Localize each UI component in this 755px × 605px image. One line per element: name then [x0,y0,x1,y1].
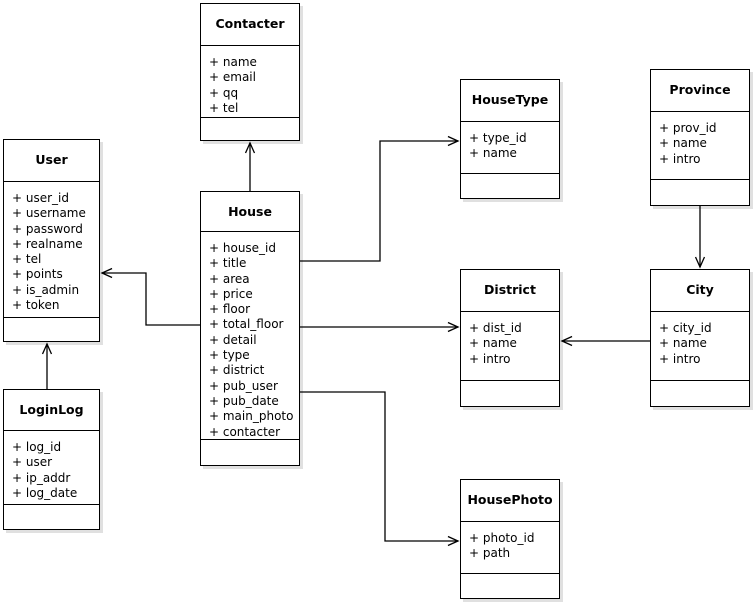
class-name-user: User [4,140,99,182]
uml-class-province[interactable]: Province+ prov_id+ name+ intro [650,69,750,206]
class-attributes-house: + house_id+ title+ area+ price+ floor+ t… [201,232,299,440]
attribute-row: + prov_id [659,121,717,135]
class-name-city: City [651,270,749,312]
attribute-row: + path [469,546,511,561]
class-name-province: Province [651,70,749,112]
attribute-row: + pub_date [209,393,279,408]
attribute-row: + points [12,267,63,282]
class-operations-city [651,381,749,406]
class-name-contacter: Contacter [201,4,299,46]
class-operations-housetype [461,174,559,198]
uml-class-contacter[interactable]: Contacter+ name+ email+ qq+ tel [200,3,300,141]
class-attributes-housephoto: + photo_id+ path [461,522,559,574]
attribute-row: + name [469,146,517,161]
class-attributes-contacter: + name+ email+ qq+ tel [201,46,299,118]
attribute-row: + area [209,271,250,286]
uml-class-city[interactable]: City+ city_id+ name+ intro [650,269,750,407]
relationship-line [300,391,458,542]
class-attributes-user: + user_id+ username+ password+ realname+… [4,182,99,318]
class-attributes-loginlog: + log_id+ user+ ip_addr+ log_date [4,431,99,505]
attribute-row: + floor [209,302,251,317]
attribute-row: + house_id [209,241,277,255]
relationship-city-district[interactable] [560,335,650,347]
class-operations-district [461,381,559,406]
attribute-row: + intro [469,351,511,366]
arrowhead-open-icon [447,135,460,147]
attribute-row: + is_admin [12,282,80,297]
class-attributes-housetype: + type_id+ name [461,122,559,174]
relationship-province-city[interactable] [694,206,706,269]
class-name-housetype: HouseType [461,80,559,122]
attribute-row: + user [12,455,53,470]
attribute-row: + main_photo [209,409,294,424]
uml-class-housetype[interactable]: HouseType+ type_id+ name [460,79,560,199]
uml-class-loginlog[interactable]: LoginLog+ log_id+ user+ ip_addr+ log_dat… [3,389,100,530]
class-name-district: District [461,270,559,312]
class-operations-contacter [201,118,299,140]
attribute-row: + password [12,221,83,236]
attribute-row: + email [209,70,256,85]
attribute-row: + intro [659,151,701,166]
class-name-housephoto: HousePhoto [461,480,559,522]
attribute-row: + realname [12,236,83,251]
uml-class-user[interactable]: User+ user_id+ username+ password+ realn… [3,139,100,342]
attribute-row: + ip_addr [12,470,71,485]
attribute-row: + price [209,286,253,301]
attribute-row: + qq [209,85,239,100]
attribute-row: + name [469,336,517,351]
class-operations-user [4,318,99,341]
class-attributes-province: + prov_id+ name+ intro [651,112,749,180]
attribute-row: + dist_id [469,321,522,335]
attribute-row: + type [209,348,250,363]
attribute-row: + district [209,363,265,378]
arrowhead-open-icon [560,335,573,347]
uml-class-housephoto[interactable]: HousePhoto+ photo_id+ path [460,479,560,599]
class-operations-province [651,180,749,205]
attribute-row: + title [209,256,247,271]
relationship-line [102,272,200,326]
relationship-loginlog-user[interactable] [41,342,53,389]
attribute-row: + log_id [12,440,62,454]
attribute-row: + intro [659,351,701,366]
attribute-row: + tel [209,100,239,115]
arrowhead-open-icon [100,267,113,279]
relationship-house-housetype[interactable] [300,135,460,262]
attribute-row: + photo_id [469,531,535,545]
uml-class-house[interactable]: House+ house_id+ title+ area+ price+ flo… [200,191,300,466]
attribute-row: + total_floor [209,317,284,332]
attribute-row: + log_date [12,485,78,500]
class-operations-loginlog [4,505,99,529]
relationship-house-user[interactable] [100,267,200,326]
attribute-row: + type_id [469,131,527,145]
attribute-row: + pub_user [209,378,278,393]
relationship-house-contacter[interactable] [244,141,256,191]
class-operations-house [201,440,299,465]
attribute-row: + username [12,206,86,221]
attribute-row: + token [12,298,60,313]
attribute-row: + detail [209,332,257,347]
class-name-loginlog: LoginLog [4,390,99,431]
attribute-row: + name [659,336,707,351]
relationship-house-housephoto[interactable] [300,391,460,547]
arrowhead-open-icon [447,535,460,547]
uml-class-district[interactable]: District+ dist_id+ name+ intro [460,269,560,407]
class-attributes-district: + dist_id+ name+ intro [461,312,559,381]
class-operations-housephoto [461,574,559,598]
class-name-house: House [201,192,299,232]
attribute-row: + city_id [659,321,712,335]
class-attributes-city: + city_id+ name+ intro [651,312,749,381]
attribute-row: + tel [12,252,42,267]
arrowhead-open-icon [244,141,256,154]
attribute-row: + user_id [12,191,69,205]
attribute-row: + name [209,55,257,69]
arrowhead-open-icon [447,321,460,333]
relationship-line [300,140,458,262]
arrowhead-open-icon [41,342,53,355]
arrowhead-open-icon [694,256,706,269]
attribute-row: + name [659,136,707,151]
attribute-row: + contacter [209,424,281,439]
relationship-house-district[interactable] [300,321,460,333]
